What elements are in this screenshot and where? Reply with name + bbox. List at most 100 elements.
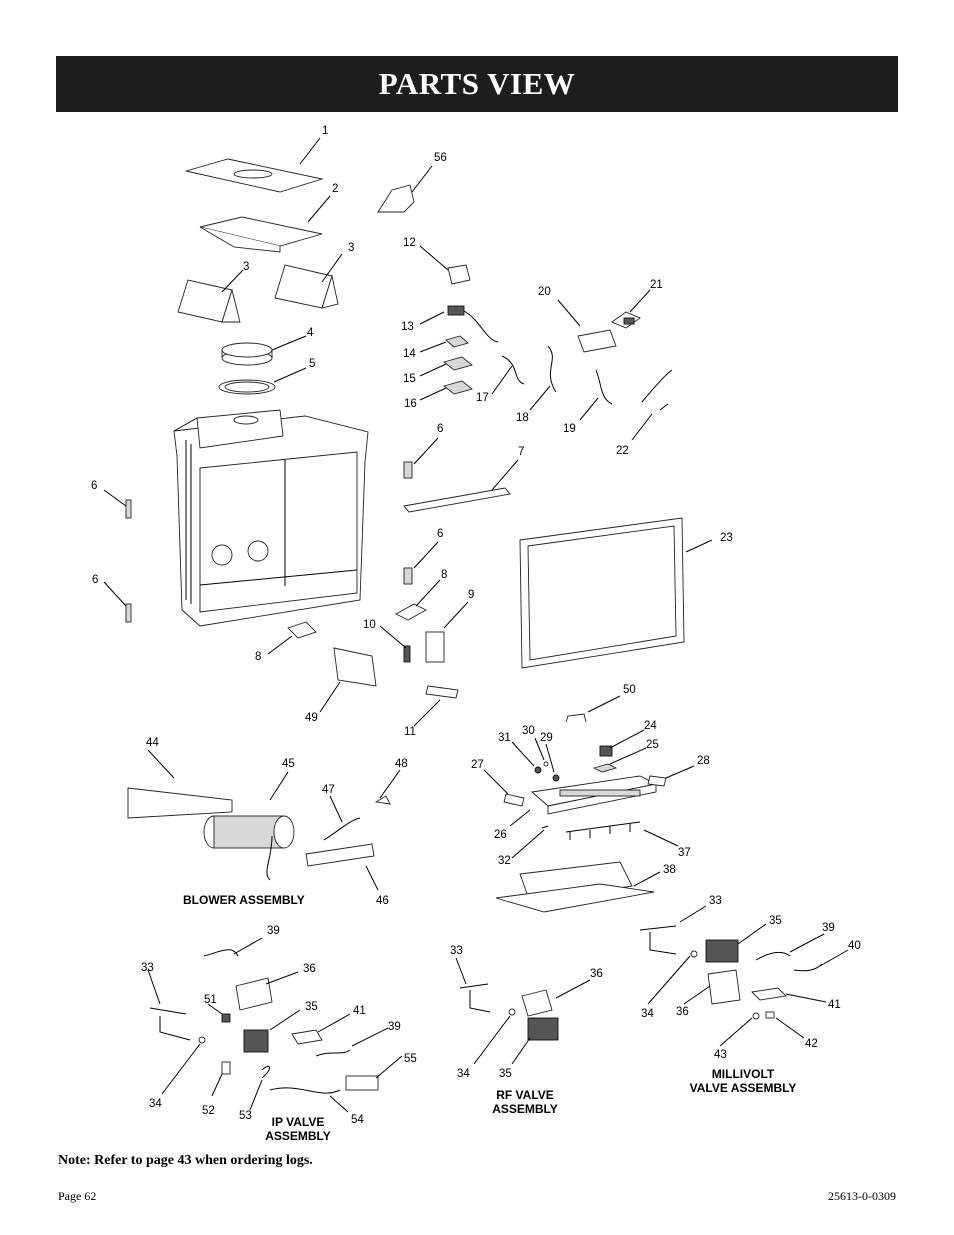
part-19-wire (595, 369, 613, 405)
part-10-part (403, 645, 411, 663)
callout-39-ip: 39 (267, 925, 280, 937)
callout-9: 9 (468, 589, 474, 601)
callout-52: 52 (202, 1105, 215, 1117)
caption-ip-valve-line1: IP VALVE (272, 1115, 325, 1129)
part-6-clip-d (403, 567, 413, 585)
caption-rf-valve-line2: ASSEMBLY (492, 1102, 558, 1116)
callout-36-ip: 36 (303, 963, 316, 975)
part-baffle-right (274, 264, 339, 309)
part-31 (534, 766, 542, 774)
callout-21: 21 (650, 279, 663, 291)
part-22-cord (641, 369, 673, 411)
callout-3-right: 3 (348, 242, 354, 254)
part-27 (503, 793, 525, 807)
callout-53: 53 (239, 1110, 252, 1122)
callout-26: 26 (494, 829, 507, 841)
callout-7: 7 (518, 446, 524, 458)
part-8-b (287, 621, 317, 639)
callout-38: 38 (663, 864, 676, 876)
part-46-plate (305, 843, 375, 867)
callout-17: 17 (476, 392, 489, 404)
callout-31: 31 (498, 732, 511, 744)
part-7-rail (403, 487, 511, 513)
part-11-plate (425, 685, 459, 699)
caption-blower-assembly: BLOWER ASSEMBLY (183, 893, 305, 907)
callout-6-left-bottom: 6 (92, 574, 98, 586)
part-52 (221, 1061, 231, 1075)
callout-6-mid: 6 (437, 528, 443, 540)
callout-39-ip-b: 39 (388, 1021, 401, 1033)
part-39-ip-wire-b (315, 1049, 351, 1057)
callout-18: 18 (516, 412, 529, 424)
part-30 (543, 761, 549, 767)
callout-32: 32 (498, 855, 511, 867)
part-6-clip-c (403, 461, 413, 479)
page-title: PARTS VIEW (378, 66, 576, 101)
callout-49: 49 (305, 712, 318, 724)
callout-2: 2 (332, 183, 338, 195)
part-53 (261, 1065, 270, 1079)
document-number: 25613-0-0309 (828, 1189, 896, 1203)
part-firebox (173, 409, 369, 627)
part-41-ip (291, 1029, 323, 1045)
assembly-captions: BLOWER ASSEMBLY IP VALVE ASSEMBLY RF VAL… (183, 893, 796, 1143)
part-baffle-left (177, 279, 241, 323)
part-shield (199, 216, 323, 253)
callout-34-mv: 34 (641, 1008, 654, 1020)
callout-15: 15 (403, 373, 416, 385)
callout-44: 44 (146, 737, 159, 749)
callout-42: 42 (805, 1038, 818, 1050)
caption-mv-valve-line1: MILLIVOLT (712, 1067, 775, 1081)
callout-50: 50 (623, 684, 636, 696)
callout-1: 1 (322, 125, 328, 137)
callout-20: 20 (538, 286, 551, 298)
callout-14: 14 (403, 348, 416, 360)
callout-51: 51 (204, 994, 217, 1006)
callout-43: 43 (714, 1049, 727, 1061)
callout-24: 24 (644, 720, 657, 732)
page-title-banner: PARTS VIEW (56, 56, 898, 112)
part-37-grate (565, 821, 641, 840)
part-8-a (395, 603, 427, 621)
part-41-mv (751, 987, 787, 1001)
part-45-blower (203, 815, 295, 881)
callout-30: 30 (522, 725, 535, 737)
part-36-rf-bracket (521, 989, 553, 1017)
part-13-switch (447, 305, 499, 343)
part-55 (345, 1075, 379, 1091)
page-number: Page 62 (58, 1189, 97, 1203)
callout-3-left: 3 (243, 261, 249, 273)
callout-35-mv: 35 (769, 915, 782, 927)
callout-28: 28 (697, 755, 710, 767)
callout-36-rf: 36 (590, 968, 603, 980)
callout-13: 13 (401, 321, 414, 333)
part-39-ip-wire (203, 949, 239, 957)
callout-41-mv: 41 (828, 999, 841, 1011)
ordering-note: Note: Refer to page 43 when ordering log… (58, 1153, 313, 1168)
part-33-mv-tube (639, 925, 677, 955)
callout-29: 29 (540, 732, 553, 744)
callout-54: 54 (351, 1114, 364, 1126)
part-39-mv-wire (755, 952, 791, 961)
part-40-mv (793, 963, 823, 972)
callout-10: 10 (363, 619, 376, 631)
leader-lines (103, 137, 849, 1113)
part-33-rf-tube (459, 983, 491, 1013)
callout-37: 37 (678, 847, 691, 859)
part-bracket-56 (377, 184, 415, 213)
part-6-clip-b (125, 603, 132, 623)
part-42 (765, 1011, 775, 1019)
part-21-switch (611, 311, 641, 329)
part-33-ip-tube (149, 1007, 191, 1041)
callout-33-mv: 33 (709, 895, 722, 907)
part-38-pan (495, 861, 655, 913)
part-18-wire (547, 345, 557, 393)
part-28 (647, 775, 667, 787)
part-47-wire (323, 817, 361, 841)
part-14-16-plates (443, 335, 473, 395)
callout-25: 25 (646, 739, 659, 751)
part-35-rf-valve (527, 1017, 559, 1041)
part-23-glass (519, 517, 685, 669)
callout-45: 45 (282, 758, 295, 770)
